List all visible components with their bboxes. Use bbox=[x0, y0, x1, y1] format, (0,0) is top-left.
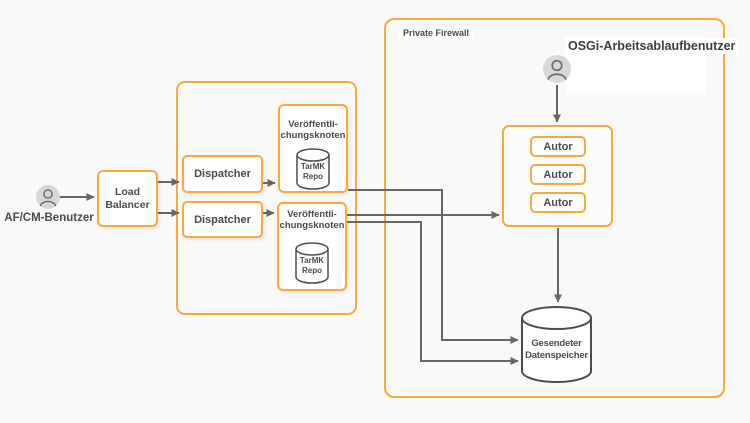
author-node-1: Autor bbox=[530, 136, 586, 157]
tarmk-repo-cylinder-2: TarMK Repo bbox=[295, 242, 329, 289]
publish-node-1: Veröffentli- chungsknoten TarMK Repo bbox=[278, 104, 348, 193]
publish-node-2-title: Veröffentli- chungsknoten bbox=[279, 209, 345, 231]
dispatcher-node-1: Dispatcher bbox=[182, 155, 263, 193]
sent-datastore-cylinder: Gesendeter Datenspeicher bbox=[521, 306, 592, 384]
tarmk-repo-label-1: TarMK Repo bbox=[300, 162, 326, 181]
cylinder-shape bbox=[296, 148, 330, 190]
author-node-3: Autor bbox=[530, 192, 586, 213]
datastore-label: Gesendeter Datenspeicher bbox=[525, 338, 588, 361]
person-icon bbox=[547, 59, 567, 81]
cylinder-shape bbox=[521, 306, 592, 383]
cylinder-shape bbox=[295, 242, 329, 284]
load-balancer-label: Load Balancer bbox=[105, 185, 150, 211]
osgi-user-icon bbox=[543, 55, 571, 83]
afcm-user-label: AF/CM-Benutzer bbox=[4, 212, 94, 224]
person-icon bbox=[39, 189, 57, 208]
author-node-2: Autor bbox=[530, 164, 586, 185]
load-balancer-node: Load Balancer bbox=[97, 170, 158, 227]
tarmk-repo-label-2: TarMK Repo bbox=[299, 256, 325, 275]
afcm-user-icon bbox=[36, 185, 60, 209]
osgi-user-label: OSGi-Arbeitsablaufbenutzer bbox=[565, 38, 739, 54]
dispatcher-node-2: Dispatcher bbox=[182, 201, 263, 238]
publish-node-1-title: Veröffentli- chungsknoten bbox=[280, 119, 346, 141]
private-firewall-label: Private Firewall bbox=[399, 26, 474, 40]
tarmk-repo-cylinder-1: TarMK Repo bbox=[296, 148, 330, 195]
publish-node-2: Veröffentli- chungsknoten TarMK Repo bbox=[277, 202, 347, 291]
